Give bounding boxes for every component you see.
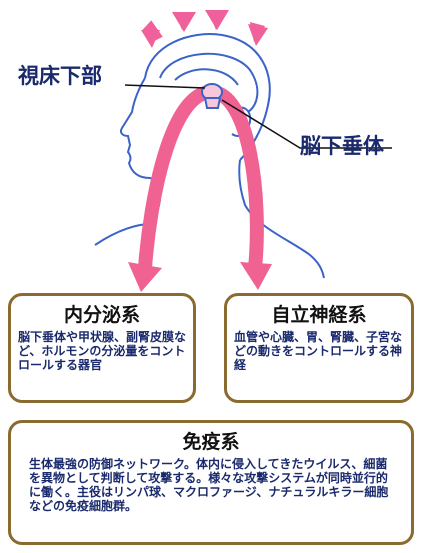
endocrine-title: 内分泌系: [63, 304, 140, 326]
arrow-head-right: [240, 262, 272, 290]
head-outline: [94, 33, 325, 279]
autonomic-description: 血管や心臓、胃、腎臓、子宮などの動きをコントロールする神経: [234, 330, 403, 372]
immune-box: 免疫系 生体最強の防御ネットワーク。体内に侵入してきたウイルス、細菌を異物として…: [8, 420, 414, 545]
leader-lines: [124, 84, 392, 149]
arrow-head-left: [128, 262, 162, 292]
endocrine-box: 内分泌系 脳下垂体や甲状腺、副腎皮膜など、ホルモンの分泌量をコントロールする器官: [8, 293, 196, 403]
immune-title: 免疫系: [182, 431, 240, 453]
autonomic-box: 自立神経系 血管や心臓、胃、腎臓、子宮などの動きをコントロールする神経: [224, 293, 414, 403]
immune-description: 生体最強の防御ネットワーク。体内に侵入してきたウイルス、細菌を異物として判断して…: [29, 457, 389, 513]
stimulus-arrows: [141, 10, 265, 44]
endocrine-description: 脳下垂体や甲状腺、副腎皮膜など、ホルモンの分泌量をコントロールする器官: [18, 330, 187, 372]
pituitary-region: [201, 83, 223, 109]
pituitary-label: 脳下垂体: [300, 134, 384, 158]
autonomic-title: 自立神経系: [271, 304, 367, 326]
hypothalamus-label: 視床下部: [18, 64, 102, 88]
